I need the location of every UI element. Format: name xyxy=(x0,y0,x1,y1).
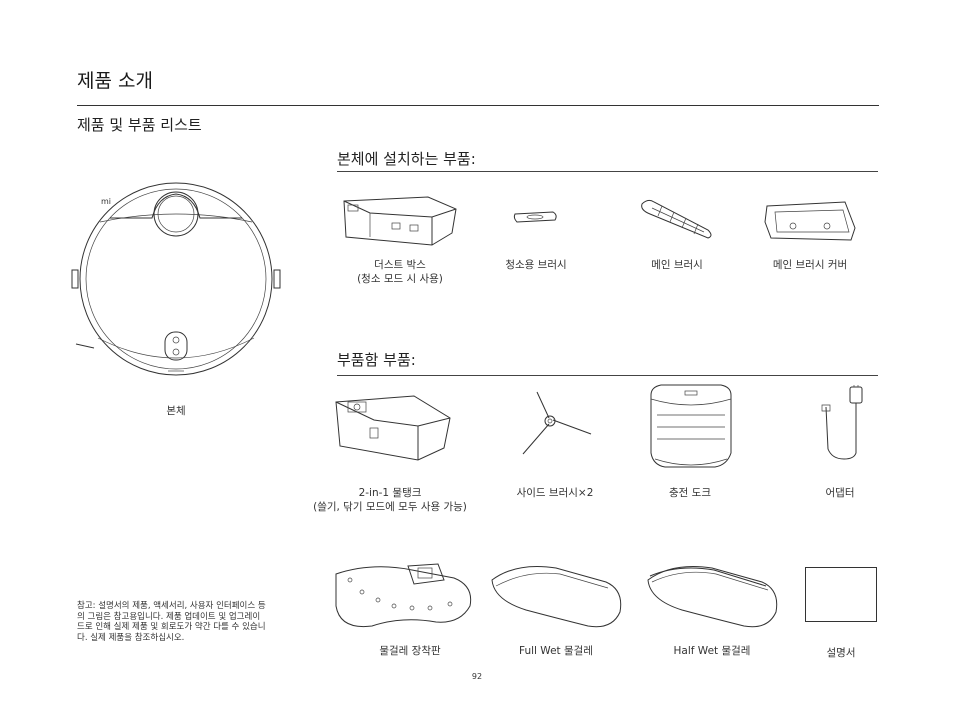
part-label-line1: 물걸레 장착판 xyxy=(379,645,441,657)
part-label-line1: 충전 도크 xyxy=(669,487,711,499)
robot-logo: mi xyxy=(100,197,111,206)
full-wet-mop-illustration xyxy=(491,566,622,628)
part-label-dust-box: 더스트 박스 (청소 모드 시 사용) xyxy=(330,258,470,286)
part-label-side-brush: 사이드 브러시×2 xyxy=(490,486,620,500)
part-label-adapter: 어댑터 xyxy=(800,486,880,500)
part-label-mop-mount-plate: 물걸레 장착판 xyxy=(350,644,470,658)
part-label-line1: 사이드 브러시×2 xyxy=(516,487,594,499)
water-tank-illustration xyxy=(335,395,451,461)
part-label-line1: Half Wet 물걸레 xyxy=(673,645,751,657)
part-label-water-tank: 2-in-1 물탱크 (쓸기, 닦기 모드에 모두 사용 가능) xyxy=(290,486,490,514)
part-label-half-wet-mop: Half Wet 물걸레 xyxy=(652,644,772,658)
part-label-line1: 메인 브러시 xyxy=(651,259,703,271)
part-label-main-brush: 메인 브러시 xyxy=(622,258,732,272)
title-divider xyxy=(77,105,879,106)
section-subtitle: 제품 및 부품 리스트 xyxy=(77,116,202,134)
manual-illustration xyxy=(805,567,877,622)
main-brush-cover-illustration xyxy=(764,201,856,241)
cleaning-brush-illustration xyxy=(513,211,557,223)
part-label-line1: Full Wet 물걸레 xyxy=(519,645,593,657)
part-label-line1: 설명서 xyxy=(826,647,856,659)
accessories-heading: 부품함 부품: xyxy=(337,351,416,369)
installed-parts-divider xyxy=(337,171,878,172)
half-wet-mop-illustration xyxy=(647,566,778,628)
adapter-illustration xyxy=(821,385,863,460)
part-label-line1: 어댑터 xyxy=(825,487,855,499)
page-number: 92 xyxy=(471,672,483,681)
installed-parts-heading: 본체에 설치하는 부품: xyxy=(337,150,476,168)
main-unit-label: 본체 xyxy=(166,405,186,417)
part-label-line2: (청소 모드 시 사용) xyxy=(357,273,443,285)
part-label-manual: 설명서 xyxy=(800,646,882,660)
part-label-line1: 2-in-1 물탱크 xyxy=(358,487,422,499)
disclaimer-note: 참고: 설명서의 제품, 액세서리, 사용자 인터페이스 등의 그림은 참고용입… xyxy=(77,601,266,643)
part-label-charging-dock: 충전 도크 xyxy=(630,486,750,500)
part-label-cleaning-brush: 청소용 브러시 xyxy=(480,258,592,272)
dust-box-illustration xyxy=(343,196,457,246)
page-title: 제품 소개 xyxy=(77,70,153,92)
robot-vacuum-illustration xyxy=(71,182,281,376)
charging-dock-illustration xyxy=(650,384,732,468)
side-brush-illustration xyxy=(522,391,592,455)
main-brush-illustration xyxy=(641,199,712,239)
part-label-line2: (쓸기, 닦기 모드에 모두 사용 가능) xyxy=(313,501,467,513)
accessories-divider xyxy=(337,375,878,376)
part-label-line1: 메인 브러시 커버 xyxy=(772,259,848,271)
part-label-main-brush-cover: 메인 브러시 커버 xyxy=(750,258,870,272)
part-label-full-wet-mop: Full Wet 물걸레 xyxy=(496,644,616,658)
part-label-line1: 청소용 브러시 xyxy=(505,259,567,271)
mop-mount-plate-illustration xyxy=(335,563,472,628)
part-label-line1: 더스트 박스 xyxy=(374,259,426,271)
